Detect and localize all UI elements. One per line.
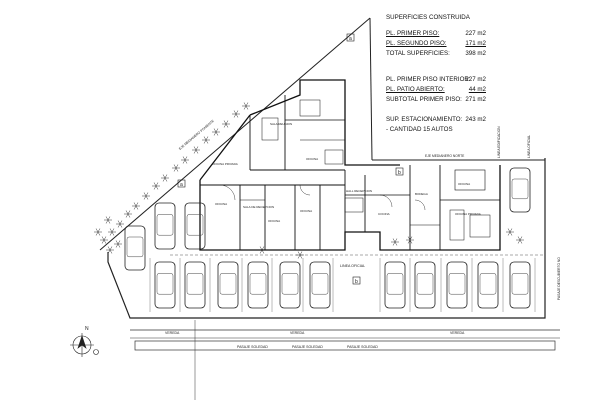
shrub-icon: [106, 246, 114, 254]
parked-car: [217, 261, 239, 309]
shrub-icon: [232, 110, 240, 118]
east-street-label: PASAJE DESCUBIERTO NO: [557, 257, 561, 300]
parked-car: [509, 261, 531, 309]
shrub-icon: [506, 228, 514, 236]
parked-car: [477, 261, 499, 309]
section-marker-b-right: b: [395, 167, 404, 176]
north-boundary-label: EJE MEDIANERO NORTE: [425, 154, 465, 158]
svg-text:b: b: [398, 170, 401, 176]
svg-text:b: b: [355, 279, 358, 285]
shrub-icon: [212, 128, 220, 136]
shrub-icon: [161, 174, 169, 182]
parked-car: [247, 261, 269, 309]
linea-edificacion-label: LINEA EDIFICACION: [497, 126, 501, 158]
west-boundary-label: EJE MEDIANERO PONIENTE: [178, 118, 215, 150]
room-oficina-1: OFICINA: [306, 157, 318, 161]
section-marker-a-top: a: [346, 33, 355, 42]
room-hall-recepcion: HALL RECEPCION: [346, 189, 372, 193]
street: [130, 320, 560, 400]
section-marker-b: b: [352, 276, 361, 285]
room-sala-reunion: SALA REUNION: [270, 122, 292, 126]
svg-text:a: a: [180, 182, 183, 188]
shrub-icon: [116, 220, 124, 228]
shrub-icon: [114, 240, 122, 248]
vereda-label-2: VEREDA: [290, 331, 305, 335]
room-bodega: BODEGA: [415, 192, 428, 196]
parking-cars: [124, 167, 536, 312]
room-oficina-2: OFICINA: [215, 202, 227, 206]
parked-car: [154, 261, 176, 309]
street-label-3: PASAJE SOLEDAD: [347, 345, 378, 349]
parked-car: [509, 167, 531, 213]
street-label-2: PASAJE SOLEDAD: [292, 345, 323, 349]
parked-car: [124, 225, 146, 271]
parked-car: [446, 261, 468, 309]
parked-car: [384, 261, 406, 309]
vereda-label-3: VEREDA: [450, 331, 465, 335]
shrub-icon: [296, 251, 304, 259]
room-oficina-5: OFICINA: [458, 182, 470, 186]
parked-car: [154, 202, 176, 250]
room-oficina-3: OFICINA: [268, 219, 280, 223]
linea-oficial-label: LINEA OFICIAL: [340, 264, 365, 268]
shrub-icon: [181, 156, 189, 164]
vereda-label-1: VEREDA: [165, 331, 180, 335]
shrub-icon: [172, 164, 180, 172]
parked-car: [184, 261, 206, 309]
street-label-1: PASAJE SOLEDAD: [237, 345, 268, 349]
parked-car: [279, 261, 301, 309]
shrub-icon: [192, 146, 200, 154]
room-oficina-4: OFICINA: [300, 209, 312, 213]
shrub-icon: [142, 192, 150, 200]
shrub-icon: [242, 102, 250, 110]
room-oficina-privada-2: OFICINA PRIVADA: [455, 212, 481, 216]
room-sala-recepcion: SALA DE RECEPCION: [243, 205, 274, 209]
parked-car: [309, 261, 331, 309]
shrub-icon: [94, 228, 102, 236]
room-oficina-privada-1: OFICINA PRIVADA: [212, 162, 238, 166]
room-cocina: COCINA: [378, 212, 390, 216]
shrub-icon: [202, 136, 210, 144]
parked-car: [184, 202, 206, 250]
north-arrow-icon: [70, 333, 99, 357]
shrub-icon: [391, 238, 399, 246]
shrub-icon: [104, 216, 112, 224]
building-walls: [199, 79, 501, 251]
linea-oficial-vertical-label: LINEA OFICIAL: [527, 135, 531, 158]
shrub-icon: [222, 120, 230, 128]
svg-text:a: a: [349, 36, 352, 42]
shrub-icon: [132, 202, 140, 210]
garden-vegetation: [94, 102, 524, 259]
shrub-icon: [108, 228, 116, 236]
summary-heading: SUPERFICIES CONSTRUIDA: [386, 14, 470, 21]
shrub-icon: [124, 210, 132, 218]
shrub-icon: [516, 236, 524, 244]
north-label: N: [85, 326, 89, 332]
shrub-icon: [152, 182, 160, 190]
parked-car: [414, 261, 436, 309]
section-marker-a: a: [177, 179, 186, 188]
parking-count: - CANTIDAD 15 AUTOS: [386, 126, 453, 133]
shrub-icon: [100, 236, 108, 244]
